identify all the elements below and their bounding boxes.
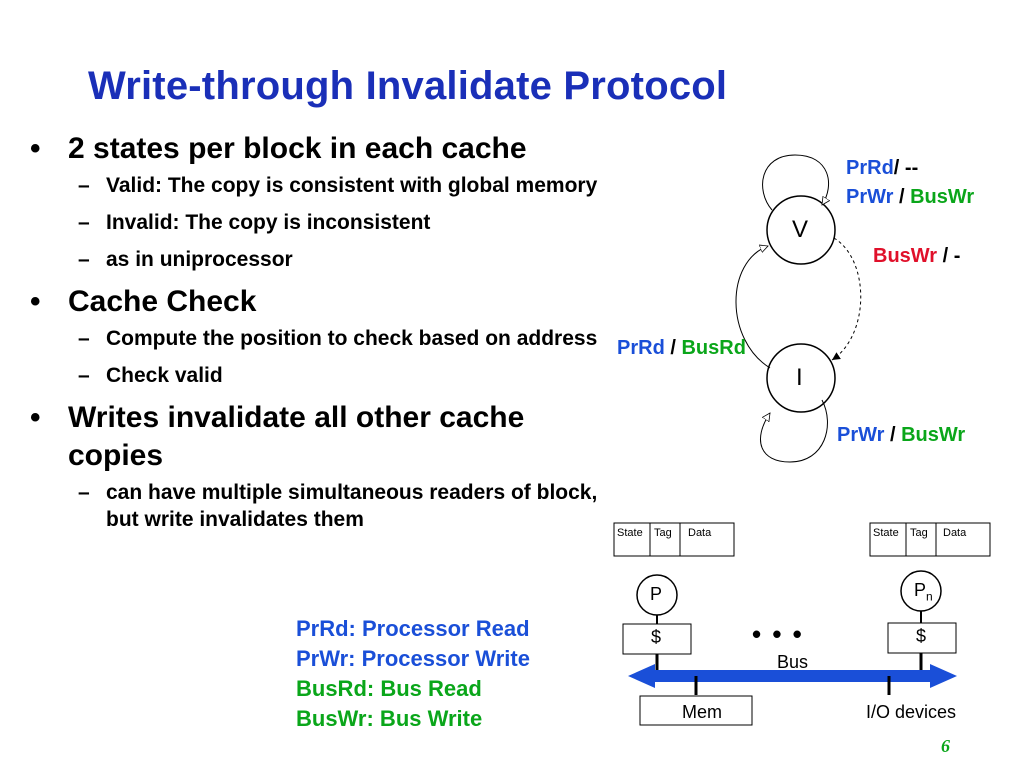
sub-bullet-item: –Compute the position to check based on … [78,327,598,350]
sub-bullet-text: can have multiple simultaneous readers o… [106,481,598,531]
bus-label: Bus [777,652,809,672]
bullet-text: 2 states per block in each cache [68,132,527,165]
sub-bullet-item: –Invalid: The copy is inconsistent [78,211,431,234]
v-to-i-arrow [831,237,862,361]
sub-bullet-text: Check valid [106,364,223,387]
bullet-item: •Cache Check [30,285,257,318]
state-v-label: V [792,216,809,243]
legend-prwr: PrWr: Processor Write [296,646,530,671]
right-cache-label: $ [916,626,927,646]
right-tag-header: Tag [910,527,928,539]
i-self-loop-arrow [760,399,828,463]
sub-bullet-text: Invalid: The copy is inconsistent [106,211,431,234]
state-i-node [766,343,836,413]
sub-bullet-text: Compute the position to check based on a… [106,327,598,350]
i-to-v-arrow [735,246,771,369]
state-v-node [766,195,836,265]
bullet-item: •Writes invalidate all other cache copie… [30,401,525,472]
slide-title: Write-through Invalidate Protocol [88,64,728,108]
bullet-list: •2 states per block in each cache –Valid… [30,130,610,543]
v-self-loop-arrow [762,154,829,211]
sub-bullet-item: –as in uniprocessor [78,248,293,271]
left-data-header: Data [688,527,712,539]
memory-label: Mem [682,702,722,722]
right-data-header: Data [943,527,967,539]
abbreviation-legend: PrRd: Processor Read PrWr: Processor Wri… [296,614,530,734]
bullet-item: •2 states per block in each cache [30,132,527,165]
bullet-text: Writes invalidate all other cache copies [68,401,525,472]
v-to-i-label: BusWr / - [873,245,961,267]
right-processor-label: Pn [914,580,933,604]
right-state-header: State [873,527,899,539]
v-loop-label-line1: PrRd/ -- [846,157,919,179]
i-loop-label: PrWr / BusWr [837,424,966,446]
legend-buswr: BusWr: Bus Write [296,706,483,731]
sub-bullet-item: –Check valid [78,364,223,387]
io-devices-label: I/O devices [866,702,957,722]
legend-busrd: BusRd: Bus Read [296,676,482,701]
ellipsis-dots: • • • [752,619,804,649]
sub-bullet-item: –Valid: The copy is consistent with glob… [78,174,598,197]
legend-prrd: PrRd: Processor Read [296,616,530,641]
left-tag-header: Tag [654,527,672,539]
left-state-header: State [617,527,643,539]
sub-bullet-text: as in uniprocessor [106,248,293,271]
left-cache-box [622,623,692,655]
right-cache-table [869,522,991,557]
i-to-v-label: PrRd / BusRd [617,337,746,359]
memory-box [639,695,753,726]
sub-bullet-item: –can have multiple simultaneous readers … [78,481,598,531]
left-cache-label: $ [651,627,662,647]
state-i-label: I [796,364,803,391]
sub-bullet-text: Valid: The copy is consistent with globa… [106,174,598,197]
bus-arrow [628,664,957,688]
v-loop-label-line2: PrWr / BusWr [846,186,975,208]
right-cache-box [887,622,957,654]
left-cache-table [613,522,735,557]
bullet-text: Cache Check [68,285,257,318]
page-number: 6 [941,736,950,756]
left-processor-label: P [650,584,663,604]
